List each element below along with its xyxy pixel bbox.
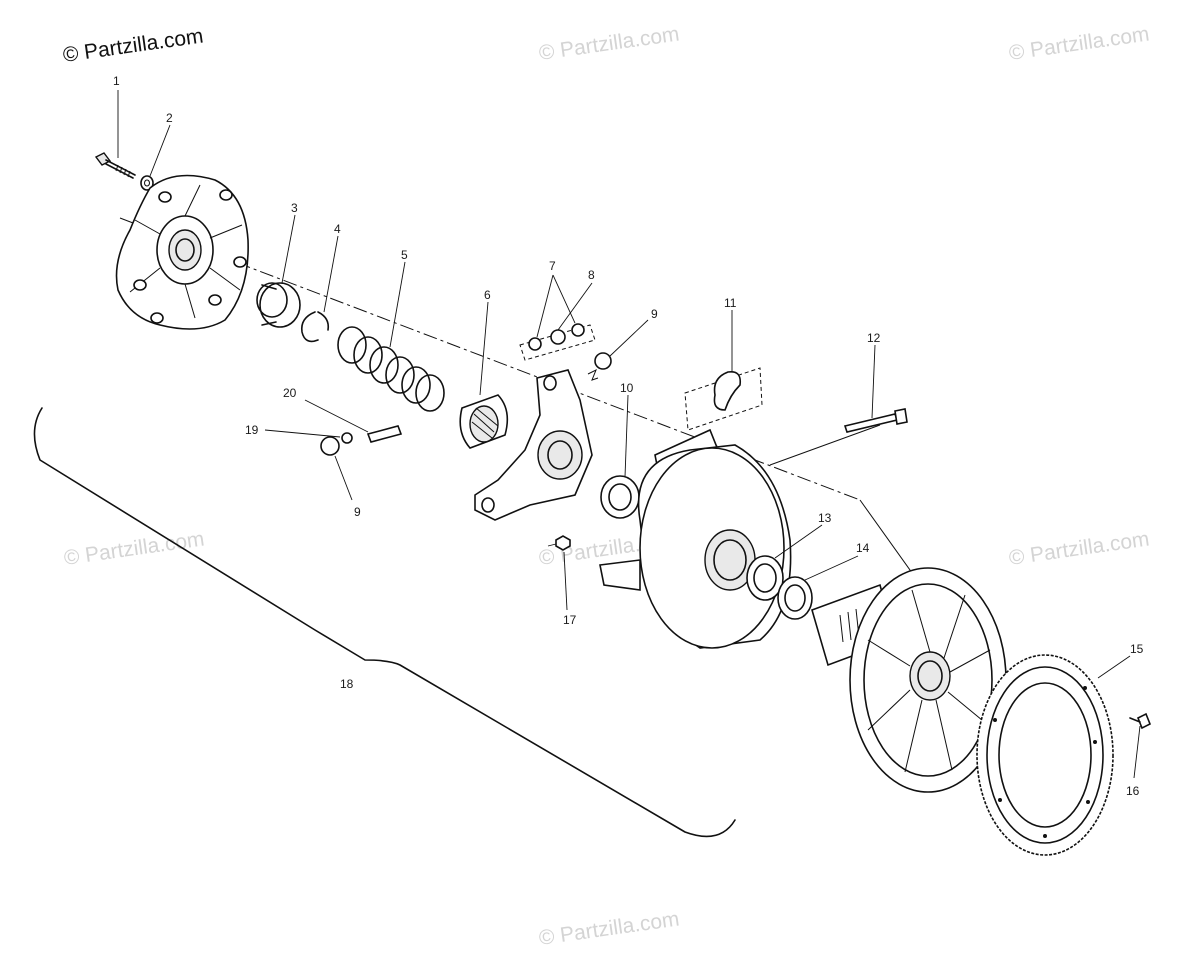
part-19-washer: [341, 432, 353, 444]
part-stationary-sheave: [811, 567, 1007, 793]
callout-18: 18: [340, 677, 354, 691]
callout-9-upper: 9: [651, 307, 658, 321]
callout-7: 7: [549, 259, 556, 273]
callout-8: 8: [588, 268, 595, 282]
part-9-roller-upper: [587, 352, 612, 381]
part-16-screw: [1129, 712, 1152, 730]
callout-4: 4: [334, 222, 341, 236]
callout-6: 6: [484, 288, 491, 302]
callout-16: 16: [1126, 784, 1140, 798]
part-15-ring-gear: [976, 654, 1114, 856]
assembly-bracket-18: [33, 407, 736, 838]
callout-9-lower: 9: [354, 505, 361, 519]
callout-3: 3: [291, 201, 298, 215]
watermark-bottom-center: © Partzilla.com: [537, 907, 680, 949]
watermark-mid-right: © Partzilla.com: [1007, 527, 1150, 569]
part-7-8-bushings: [519, 323, 596, 361]
callout-1: 1: [113, 74, 120, 88]
part-spider-arm: [474, 369, 593, 521]
leader-lines: [117, 90, 1141, 779]
part-17-nut: [547, 535, 571, 551]
callout-11: 11: [724, 296, 737, 310]
callout-2: 2: [166, 111, 173, 125]
callout-13: 13: [818, 511, 832, 525]
callout-5: 5: [401, 248, 408, 262]
callout-10: 10: [620, 381, 634, 395]
part-1-bolt: [94, 152, 136, 179]
watermark-top-center: © Partzilla.com: [537, 22, 680, 64]
part-12-bolt: [843, 408, 908, 433]
callout-19: 19: [245, 423, 259, 437]
part-6-cam-roller: [459, 394, 509, 449]
callout-labels: 1 2 3 4 5 6 7 8 9 9 10 11 12 13 14 15 16…: [113, 74, 1144, 798]
part-14-seal: [777, 576, 813, 620]
part-9-roller-left: [320, 436, 340, 456]
callout-20: 20: [283, 386, 297, 400]
part-2-washer: [140, 175, 154, 191]
part-5-spring: [337, 326, 445, 412]
watermark-top-right: © Partzilla.com: [1007, 22, 1150, 64]
part-cover-plate: [115, 174, 249, 330]
part-20-pin: [366, 425, 403, 443]
callout-14: 14: [856, 541, 870, 555]
part-13-bearing: [746, 555, 784, 601]
part-4-snap-ring: [300, 311, 330, 343]
part-3-bushing: [256, 282, 301, 328]
callout-15: 15: [1130, 642, 1144, 656]
part-10-washer: [600, 475, 640, 519]
callout-17: 17: [563, 613, 577, 627]
part-moveable-sheave: [599, 428, 792, 649]
copyright-notice: © Partzilla.com: [61, 24, 204, 66]
callout-12: 12: [867, 331, 881, 345]
